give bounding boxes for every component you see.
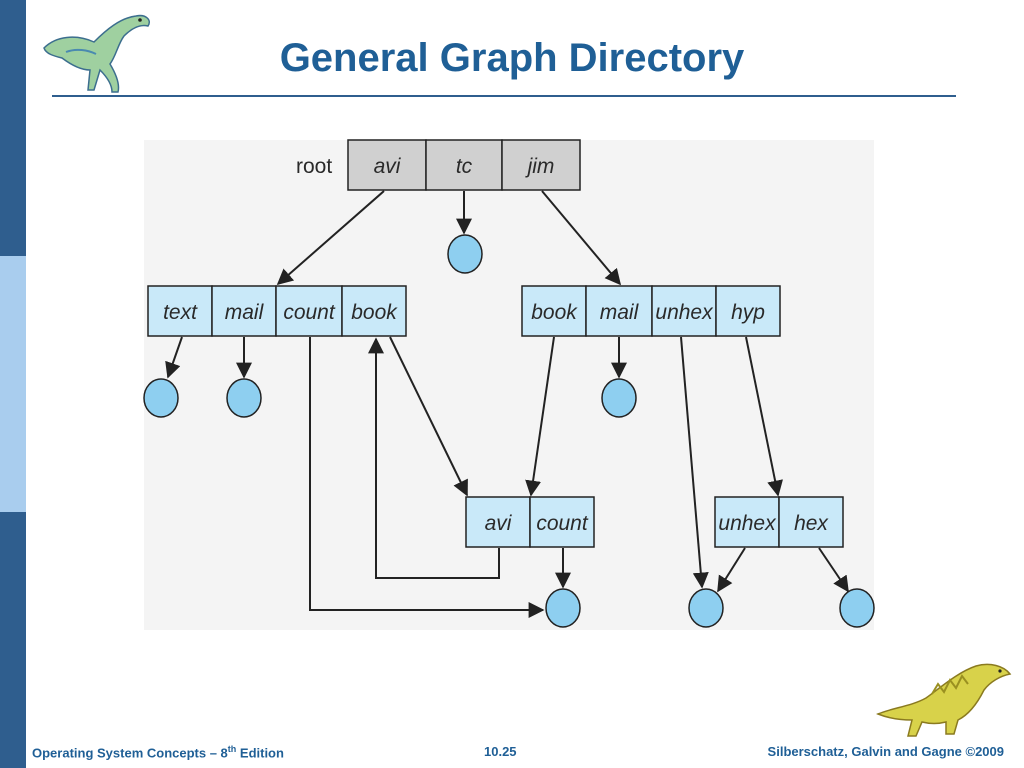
file-node-tc xyxy=(447,234,483,274)
root-entry-tc: tc xyxy=(456,155,473,178)
footer-copyright: Silberschatz, Galvin and Gagne ©2009 xyxy=(767,744,1004,759)
edge-hex-file xyxy=(818,547,849,593)
title-divider xyxy=(52,95,956,97)
root-label: root xyxy=(296,155,332,178)
file-node-mail xyxy=(226,378,262,418)
jim-dir-mail: mail xyxy=(600,301,640,324)
root-entry-jim-cell xyxy=(501,139,581,191)
root-entry-jim: jim xyxy=(525,155,555,178)
file-nodes xyxy=(143,234,875,628)
avi-dir-text-cell xyxy=(147,285,213,337)
avi-directory: text mail count book xyxy=(147,285,407,337)
edge-root-avi xyxy=(276,190,385,286)
edge-book-shared xyxy=(389,336,468,497)
hyp-dir-hex-cell xyxy=(778,496,844,548)
shared-directory: avi count xyxy=(465,496,595,548)
edge-jim-book-shared xyxy=(525,336,555,497)
file-node-text xyxy=(143,378,179,418)
shared-dir-count-cell xyxy=(529,496,595,548)
footer-book-title-sup: th xyxy=(227,744,237,754)
avi-dir-mail-cell xyxy=(211,285,277,337)
edge-count-cycle xyxy=(309,337,545,618)
slide-title: General Graph Directory xyxy=(279,36,745,80)
edge-hyp-unhex-file xyxy=(717,547,746,593)
avi-dir-book-cell xyxy=(341,285,407,337)
footer-page-number: 10.25 xyxy=(484,744,517,759)
shared-dir-avi: avi xyxy=(485,512,513,535)
edge-unhex-file xyxy=(680,336,709,589)
diagram-background xyxy=(144,140,874,630)
root-entry-avi: avi xyxy=(374,155,402,178)
edge-root-jim xyxy=(541,190,622,286)
avi-dir-count: count xyxy=(283,301,336,324)
dinosaur-logo-top xyxy=(43,14,150,93)
footer-book-title-suffix: Edition xyxy=(236,745,284,761)
jim-dir-unhex: unhex xyxy=(655,301,714,324)
file-node-unhex xyxy=(688,588,724,628)
avi-dir-text: text xyxy=(163,301,198,324)
shared-dir-count: count xyxy=(536,512,589,535)
jim-dir-hyp: hyp xyxy=(731,301,765,324)
jim-dir-hyp-cell xyxy=(715,285,781,337)
jim-dir-book: book xyxy=(531,301,578,324)
avi-dir-count-cell xyxy=(275,285,343,337)
file-node-count xyxy=(545,588,581,628)
footer-book-title: Operating System Concepts – 8th Edition xyxy=(32,744,284,760)
edge-back-to-book xyxy=(368,337,500,579)
edge-hyp-dir xyxy=(745,336,783,497)
hyp-dir-unhex: unhex xyxy=(718,512,777,535)
file-node-jim-mail xyxy=(601,378,637,418)
edge-text-file xyxy=(165,336,183,379)
hyp-directory: unhex hex xyxy=(714,496,844,548)
graph-edges xyxy=(165,190,849,618)
jim-directory: book mail unhex hyp xyxy=(521,285,781,337)
jim-dir-unhex-cell xyxy=(651,285,717,337)
root-directory: avi tc jim xyxy=(347,139,581,191)
jim-dir-mail-cell xyxy=(585,285,653,337)
dinosaur-logo-bottom xyxy=(876,663,1012,737)
hyp-dir-unhex-cell xyxy=(714,496,780,548)
file-node-hex xyxy=(839,588,875,628)
avi-dir-book: book xyxy=(351,301,398,324)
avi-dir-mail: mail xyxy=(225,301,265,324)
shared-dir-avi-cell xyxy=(465,496,531,548)
hyp-dir-hex: hex xyxy=(794,512,829,535)
footer-book-title-text: Operating System Concepts – 8 xyxy=(32,745,228,761)
left-accent-bar-light xyxy=(0,256,26,512)
